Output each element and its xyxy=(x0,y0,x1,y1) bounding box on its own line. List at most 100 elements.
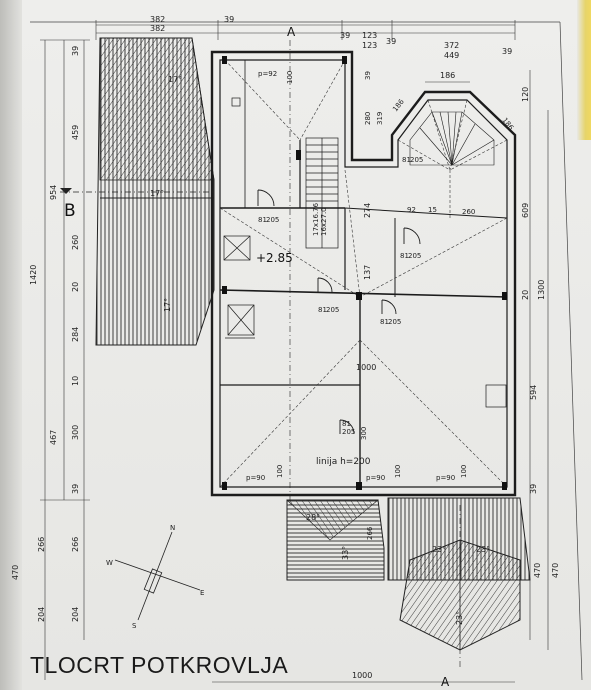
window-label-2: p=90 xyxy=(246,474,265,482)
dim-int-280: 280 xyxy=(364,112,372,125)
dim-top-39b: 39 xyxy=(340,31,350,40)
compass xyxy=(114,531,201,621)
dim-right-470b: 470 xyxy=(551,563,560,578)
dim-top-39c: 39 xyxy=(386,37,396,46)
section-line-b xyxy=(60,188,216,194)
window-size-1: 100 xyxy=(286,71,294,84)
dim-top-123a: 123 xyxy=(362,31,377,40)
floor-level: +2.85 xyxy=(256,251,293,265)
columns xyxy=(222,56,507,490)
roof-angle-2: 17° xyxy=(150,189,164,198)
sheet-frame xyxy=(30,21,583,681)
right-dimension-lines xyxy=(529,70,549,650)
dim-int-260: 260 xyxy=(462,208,475,216)
dim-left-300: 300 xyxy=(71,425,80,440)
top-dimension-lines xyxy=(95,20,516,83)
dim-int-319: 319 xyxy=(376,112,384,125)
dim-int-300: 300 xyxy=(360,427,368,440)
section-a-top: A xyxy=(287,25,296,39)
dim-int-15: 15 xyxy=(428,206,437,214)
door-h-6: 205 xyxy=(410,156,423,164)
compass-w: W xyxy=(106,559,113,567)
stair-label-b: 16x27.0 xyxy=(320,207,328,236)
door-swings xyxy=(257,189,421,435)
door-w-2: 81 xyxy=(400,252,409,260)
dim-right-594: 594 xyxy=(529,385,538,400)
window-size-4: 100 xyxy=(460,465,468,478)
dim-int-186b: 186 xyxy=(391,97,406,113)
dim-right-120: 120 xyxy=(521,87,530,102)
lower-roof-left xyxy=(286,499,385,581)
section-b-left: B xyxy=(64,201,76,221)
left-dimension-lines xyxy=(40,39,90,680)
door-w-1: 81 xyxy=(258,216,267,224)
dim-int-39: 39 xyxy=(364,71,372,80)
dim-top-382b: 382 xyxy=(150,24,165,33)
dim-right-1300: 1300 xyxy=(537,280,546,300)
dim-int-137: 137 xyxy=(363,265,372,280)
dim-int-92: 92 xyxy=(407,206,416,214)
dim-left-284: 284 xyxy=(71,327,80,342)
compass-s: S xyxy=(132,622,137,630)
window-label-3: p=90 xyxy=(366,474,385,482)
roof-angle-7: 23° xyxy=(476,545,490,554)
lower-roof-right xyxy=(387,497,531,651)
page-fold-left xyxy=(0,0,22,690)
line-note: linija h=200 xyxy=(316,457,371,467)
dim-right-39: 39 xyxy=(529,484,538,494)
dim-left-954: 954 xyxy=(49,185,58,200)
door-w-4: 81 xyxy=(380,318,389,326)
roof-angle-5: 33° xyxy=(341,546,350,560)
dim-left-204b: 204 xyxy=(37,607,46,622)
roof-angle-1: 17° xyxy=(168,75,182,84)
door-w-6: 81 xyxy=(402,156,411,164)
dim-right-609: 609 xyxy=(521,203,530,218)
dim-left-470: 470 xyxy=(11,565,20,580)
window-size-3: 100 xyxy=(394,465,402,478)
roof-angle-6: 23° xyxy=(432,545,446,554)
dim-right-20: 20 xyxy=(521,290,530,300)
dim-top-382a: 382 xyxy=(150,15,165,24)
door-h-3: 205 xyxy=(326,306,339,314)
dim-left-266b: 266 xyxy=(37,537,46,552)
dim-left-467: 467 xyxy=(49,430,58,445)
compass-n: N xyxy=(170,524,175,532)
window-size-2: 100 xyxy=(276,465,284,478)
roof-angle-3: 17° xyxy=(163,298,172,312)
roof-angle-4: 28° xyxy=(306,513,320,522)
window-label-4: p=90 xyxy=(436,474,455,482)
door-h-1: 205 xyxy=(266,216,279,224)
dim-top-39d: 39 xyxy=(502,47,512,56)
dim-int-266: 266 xyxy=(366,526,374,540)
stair-label-a: 17x16.76 xyxy=(312,202,320,236)
dim-left-459: 459 xyxy=(71,125,80,140)
dim-left-39b: 39 xyxy=(71,484,80,494)
dim-left-1420: 1420 xyxy=(29,265,38,285)
page-fold-right xyxy=(577,0,591,140)
door-h-5: 205 xyxy=(342,428,355,436)
drawing-title: TLOCRT POTKROVLJA xyxy=(30,652,289,678)
door-h-2: 205 xyxy=(408,252,421,260)
dim-int-274: 274 xyxy=(363,203,372,218)
dim-top-39a: 39 xyxy=(224,15,234,24)
dim-bottom-1000: 1000 xyxy=(352,671,372,680)
dim-left-39a: 39 xyxy=(71,46,80,56)
dim-left-266: 266 xyxy=(71,537,80,552)
dim-left-20: 20 xyxy=(71,282,80,292)
staircase xyxy=(305,137,339,249)
door-w-3: 81 xyxy=(318,306,327,314)
roof-angle-8: 23° xyxy=(455,611,464,625)
door-w-5: 81 xyxy=(342,420,351,428)
dim-top-449: 449 xyxy=(444,51,459,60)
shafts xyxy=(223,97,507,408)
section-a-bottom: A xyxy=(441,675,450,689)
dim-int-1000: 1000 xyxy=(356,363,376,372)
door-h-4: 205 xyxy=(388,318,401,326)
section-line-a xyxy=(289,40,461,670)
dim-right-470: 470 xyxy=(533,563,542,578)
dim-top-186: 186 xyxy=(440,71,455,80)
left-roof xyxy=(95,37,215,346)
dim-top-372: 372 xyxy=(444,41,459,50)
dim-left-10: 10 xyxy=(71,376,80,386)
compass-e: E xyxy=(200,589,204,597)
